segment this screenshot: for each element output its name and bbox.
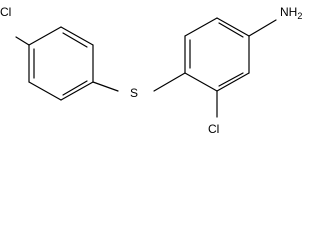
bond-right-ring-5	[216, 72, 250, 92]
bond-left-ring-4	[60, 81, 94, 101]
bond-left-ring-3	[28, 81, 62, 101]
double-bond-left-ring-b	[62, 80, 88, 96]
chlorine-left-label: Cl	[0, 5, 11, 19]
double-bond-right-ring-b	[218, 22, 244, 38]
bond-cl-left	[15, 36, 30, 46]
amine-hydrogen-count: 2	[297, 11, 302, 21]
right-benzene-ring	[184, 17, 250, 92]
bond-right-ring-6	[184, 72, 218, 92]
double-bond-right-ring-c	[218, 72, 244, 87]
double-bond-left-ring-c	[62, 32, 88, 48]
bond-amine	[248, 19, 277, 37]
chlorine-bottom-label: Cl	[208, 122, 219, 136]
bond-right-ring-2	[184, 17, 218, 37]
amine-hydrogen: H	[289, 5, 298, 19]
sulfur-label: S	[130, 86, 138, 100]
bond-left-ring-1	[28, 26, 62, 46]
bond-ring-left-to-sulfur	[92, 81, 119, 92]
bond-right-ring-3	[216, 17, 250, 37]
amine-label: NH2	[280, 5, 302, 21]
bond-left-ring-6	[60, 26, 94, 46]
amine-nitrogen: N	[280, 5, 289, 19]
bond-sulfur-to-ring-right	[153, 72, 186, 92]
chemical-structure-diagram: Cl S NH2 Cl	[0, 5, 302, 136]
left-benzene-ring	[28, 26, 94, 101]
